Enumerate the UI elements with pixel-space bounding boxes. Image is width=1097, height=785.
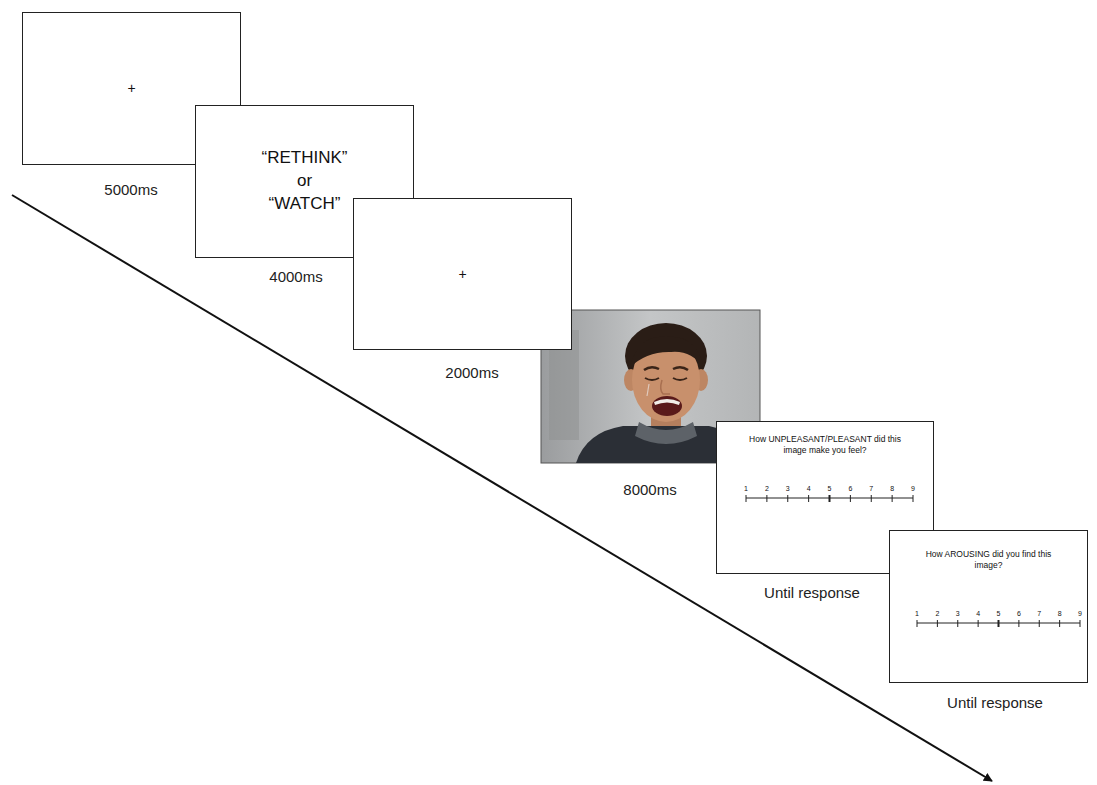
- scale-tick: [746, 495, 747, 502]
- tear: [647, 384, 649, 396]
- closed-eye: [673, 378, 687, 380]
- closed-eye: [645, 378, 659, 380]
- scale-number: 5: [994, 610, 1004, 618]
- scale-numbers: 1 2 3 4 5 6 7 8 9: [741, 485, 918, 493]
- scale-number: 8: [1055, 610, 1065, 618]
- rating-question: How AROUSING did you find this image?: [918, 549, 1059, 571]
- scale-tick: [850, 495, 851, 502]
- screen-box: +: [353, 198, 572, 350]
- eyebrow: [644, 367, 659, 370]
- scale-numbers: 1 2 3 4 5 6 7 8 9: [912, 610, 1085, 618]
- duration-label: 4000ms: [269, 268, 322, 285]
- duration-label: 5000ms: [104, 181, 157, 198]
- scale-number: 1: [912, 610, 922, 618]
- scale-number: 2: [932, 610, 942, 618]
- teeth: [654, 399, 680, 405]
- scale-tick: [1039, 620, 1040, 627]
- scale-number: 9: [1075, 610, 1085, 618]
- scale-tick: [1059, 620, 1060, 627]
- scale-number: 9: [908, 485, 918, 493]
- scale-tick: [937, 620, 938, 627]
- fixation-cross: +: [458, 265, 466, 284]
- rating-question: How UNPLEASANT/PLEASANT did this image m…: [745, 434, 905, 456]
- scale-number: 3: [953, 610, 963, 618]
- scale-tick: [957, 620, 958, 627]
- mouth: [652, 396, 682, 416]
- fixation-cross: +: [127, 79, 135, 98]
- scale-number: 8: [887, 485, 897, 493]
- scale-tick: [829, 495, 831, 502]
- scale-number: 3: [783, 485, 793, 493]
- scale-number: 6: [845, 485, 855, 493]
- scale-tick: [787, 495, 788, 502]
- scale-tick: [917, 620, 918, 627]
- scale-number: 2: [762, 485, 772, 493]
- duration-label: Until response: [947, 694, 1043, 711]
- scale-number: 6: [1014, 610, 1024, 618]
- eyebrow: [673, 367, 688, 370]
- scale-number: 1: [741, 485, 751, 493]
- scale-tick: [998, 620, 1000, 627]
- rating-screen: How AROUSING did you find this image? 1 2 3…: [889, 530, 1088, 683]
- scale-tick: [871, 495, 872, 502]
- scale-number: 7: [866, 485, 876, 493]
- scale-tick: [1018, 620, 1019, 627]
- cue-word: “RETHINK” or “WATCH”: [262, 147, 348, 216]
- scale-number: 7: [1034, 610, 1044, 618]
- duration-label: 2000ms: [445, 364, 498, 381]
- scale-tick: [892, 495, 893, 502]
- duration-label: Until response: [764, 584, 860, 601]
- scale-number: 5: [825, 485, 835, 493]
- scale-tick: [978, 620, 979, 627]
- scale-number: 4: [804, 485, 814, 493]
- scale-tick: [913, 495, 914, 502]
- scale-tick: [766, 495, 767, 502]
- nose: [661, 380, 670, 394]
- scale-tick: [1080, 620, 1081, 627]
- scale-number: 4: [973, 610, 983, 618]
- time-arrow: [12, 195, 992, 781]
- fringe: [629, 337, 704, 368]
- duration-label: 8000ms: [623, 481, 676, 498]
- scale-tick: [808, 495, 809, 502]
